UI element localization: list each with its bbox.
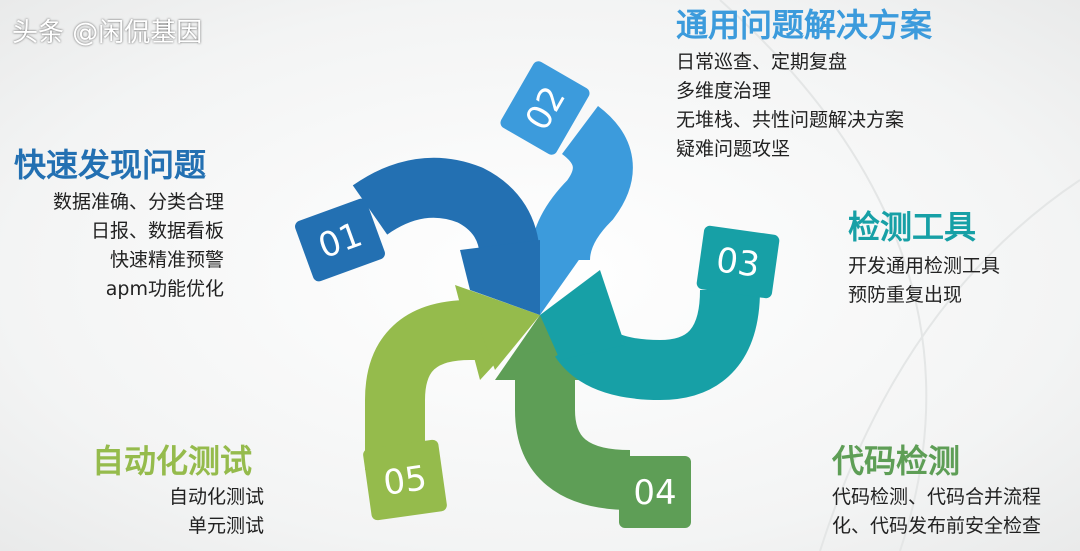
line: 无堆栈、共性问题解决方案 (676, 109, 905, 131)
line: 单元测试 (187, 515, 264, 537)
line: 自动化测试 (168, 486, 264, 508)
desc-02: 日常巡查、定期复盘多维度治理无堆栈、共性问题解决方案疑难问题攻坚 (676, 48, 904, 164)
line: 快速精准预警 (109, 249, 224, 271)
desc-03: 开发通用检测工具预防重复出现 (848, 252, 1000, 310)
desc-01: 数据准确、分类合理日报、数据看板快速精准预警 apm功能优化 (53, 188, 224, 304)
background-curve (719, 0, 928, 551)
desc-04: 代码检测、代码合并流程化、代码发布前安全检查 (832, 483, 1041, 541)
line: 开发通用检测工具 (848, 255, 1001, 277)
desc-05: 自动化测试单元测试 (169, 483, 264, 541)
arm-05 (365, 285, 540, 470)
badge-01: 01 (295, 198, 385, 282)
badge-03: 03 (696, 225, 780, 299)
title-01: 快速发现问题 (14, 146, 207, 184)
arm-03 (540, 270, 760, 401)
line: 数据准确、分类合理 (52, 191, 224, 213)
watermark: 头条 @闲侃基因 (12, 18, 203, 48)
line: 代码检测、代码合并流程 (832, 486, 1042, 508)
background-curve (819, 179, 1080, 551)
line: 日报、数据看板 (90, 220, 224, 242)
title-02: 通用问题解决方案 (676, 6, 933, 44)
line: 日常巡查、定期复盘 (676, 51, 848, 73)
badge-05: 05 (363, 439, 447, 521)
line: apm功能优化 (105, 278, 224, 300)
badge-02: 02 (500, 61, 590, 155)
badge-04: 04 (619, 456, 691, 528)
line: 化、代码发布前安全检查 (832, 515, 1042, 537)
badge-05-label: 05 (381, 458, 429, 504)
title-05: 自动化测试 (92, 442, 253, 480)
line: 预防重复出现 (848, 284, 963, 306)
arm-02 (530, 106, 633, 315)
line: 多维度治理 (676, 80, 772, 102)
line: 疑难问题攻坚 (676, 138, 791, 160)
badge-04-label: 04 (633, 473, 676, 513)
title-03: 检测工具 (848, 208, 977, 246)
arm-01 (352, 157, 540, 315)
title-04: 代码检测 (832, 442, 961, 480)
badge-03-label: 03 (714, 240, 762, 286)
